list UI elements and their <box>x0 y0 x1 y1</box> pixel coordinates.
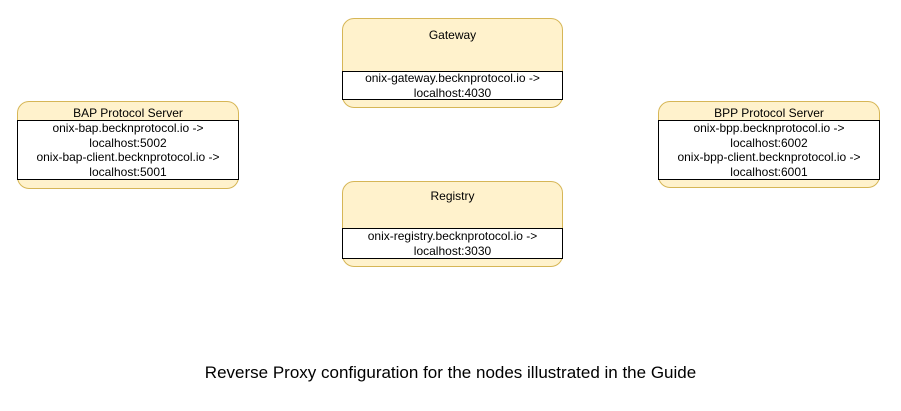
node-bpp-protocol-server: BPP Protocol Server onix-bpp.becknprotoc… <box>658 101 880 188</box>
mapping-box: onix-registry.becknprotocol.io -> localh… <box>342 228 563 259</box>
mapping-line: localhost:4030 <box>413 85 492 100</box>
mapping-line: onix-bap.becknprotocol.io -> <box>52 121 204 135</box>
node-title: Gateway <box>428 28 477 42</box>
mapping-line: localhost:5002 <box>89 135 167 150</box>
node-gateway: Gateway onix-gateway.becknprotocol.io ->… <box>342 18 563 108</box>
node-registry: Registry onix-registry.becknprotocol.io … <box>342 181 563 267</box>
mapping-line: onix-bpp-client.becknprotocol.io -> <box>677 150 861 164</box>
mapping-line: localhost:5001 <box>89 164 167 179</box>
mapping-box: onix-gateway.becknprotocol.io -> localho… <box>342 71 563 100</box>
mapping-box: onix-bap.becknprotocol.io -> localhost:5… <box>17 120 239 180</box>
node-title: BAP Protocol Server <box>73 106 183 120</box>
mapping-line: onix-registry.becknprotocol.io -> <box>367 229 538 243</box>
mapping-line: onix-gateway.becknprotocol.io -> <box>365 71 540 85</box>
mapping-line: localhost:3030 <box>413 243 492 258</box>
mapping-line: onix-bpp.becknprotocol.io -> <box>693 121 845 135</box>
mapping-line: localhost:6002 <box>730 135 808 150</box>
mapping-box: onix-bpp.becknprotocol.io -> localhost:6… <box>658 120 880 180</box>
mapping-line: localhost:6001 <box>730 164 808 179</box>
node-title: Registry <box>430 189 475 203</box>
mapping-line: onix-bap-client.becknprotocol.io -> <box>36 150 220 164</box>
node-bap-protocol-server: BAP Protocol Server onix-bap.becknprotoc… <box>17 101 239 189</box>
diagram-caption: Reverse Proxy configuration for the node… <box>204 363 697 382</box>
node-title: BPP Protocol Server <box>714 106 824 120</box>
